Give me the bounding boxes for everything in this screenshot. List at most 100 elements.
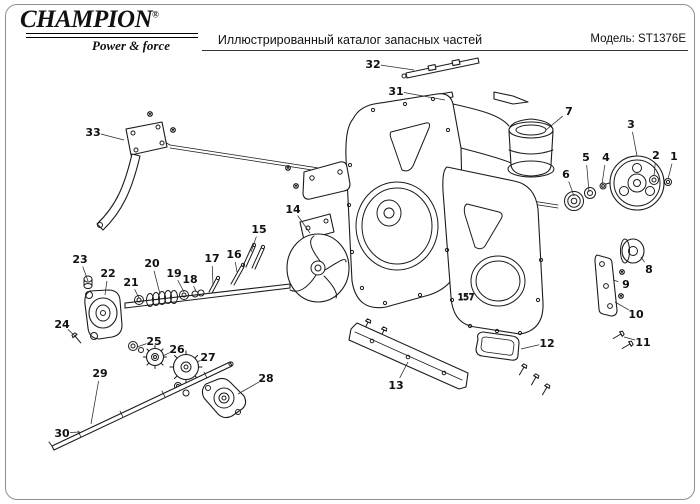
callout-leader-21 (134, 288, 140, 299)
callout-33: 33 (85, 126, 100, 139)
bolt-icon (539, 382, 552, 397)
callout-leader-18 (193, 285, 197, 292)
callout-15: 15 (251, 223, 266, 236)
callout-23: 23 (72, 253, 87, 266)
callout-leader-26 (162, 352, 171, 357)
callout-leader-13 (399, 361, 409, 379)
callout-leader-14 (297, 215, 311, 234)
brand-name: CHAMPION® (20, 7, 200, 32)
brand-tagline: Power & force (92, 38, 170, 53)
part-26-gear (143, 345, 167, 369)
part-30-auger-shaft (48, 361, 234, 451)
part-25-washer (128, 341, 144, 353)
bolt-icon (528, 372, 541, 387)
callout-leader-12 (520, 344, 540, 350)
callout-27: 27 (200, 351, 215, 364)
callout-leader-7 (545, 115, 564, 131)
callout-12: 12 (539, 337, 554, 350)
callout-3: 3 (627, 118, 635, 131)
callout-leader-3 (632, 131, 638, 157)
callout-leader-30 (69, 431, 81, 433)
callout-2: 2 (652, 149, 660, 162)
callout-13: 13 (388, 379, 403, 392)
part-7-chute-base (507, 118, 555, 178)
callout-leader-24 (67, 329, 76, 337)
callout-leader-33 (100, 133, 125, 141)
bolt-icon (611, 329, 626, 342)
brand-logo: CHAMPION® Power & force (20, 7, 200, 53)
part-13-scraper-bar (348, 322, 469, 390)
callout-leader-5 (586, 164, 590, 193)
part-27-gear (169, 350, 203, 397)
brand-name-text: CHAMPION (20, 6, 153, 33)
mount-plate (285, 161, 351, 200)
callout-20: 20 (144, 257, 160, 270)
part-3-pulley (609, 155, 665, 211)
callout-leader-20 (153, 270, 161, 295)
part-22-gearbox (84, 289, 123, 340)
screw-icon (147, 111, 153, 117)
callout-19: 19 (166, 267, 181, 280)
callout-leader-19 (177, 279, 185, 293)
part-32-pin (401, 57, 529, 105)
callout-leader-10 (614, 301, 630, 311)
callout-leader-15 (250, 236, 257, 253)
part-8-pulley (620, 238, 645, 264)
part-28-bearing-housing (201, 377, 247, 419)
callout-9: 9 (622, 278, 630, 291)
callout-28: 28 (258, 372, 273, 385)
callout-30: 30 (54, 427, 70, 440)
bolt-icon (516, 362, 529, 377)
part-12-bracket (475, 331, 520, 361)
part-housing-right-panel: 157 (442, 166, 552, 397)
impeller-shaft-assembly (124, 242, 291, 309)
callout-leader-25 (136, 343, 147, 348)
callout-10: 10 (628, 308, 644, 321)
callout-22: 22 (100, 267, 115, 280)
callout-8: 8 (645, 263, 653, 276)
callout-leader-16 (234, 261, 238, 273)
callout-leader-22 (104, 280, 108, 296)
part-33-chute-bracket (96, 111, 176, 231)
callout-leader-4 (601, 164, 606, 185)
callout-18: 18 (182, 273, 197, 286)
model-label: Модель: ST1376E (590, 33, 686, 45)
callout-21: 21 (123, 276, 138, 289)
callout-leader-6 (568, 181, 575, 197)
callout-4: 4 (602, 151, 610, 164)
callout-24: 24 (54, 318, 70, 331)
callout-leader-2 (653, 162, 656, 177)
callout-6: 6 (562, 168, 570, 181)
callout-leader-1 (667, 163, 673, 180)
callout-leader-9 (612, 279, 619, 283)
bolt-icon (620, 339, 635, 352)
callout-leader-29 (90, 380, 99, 425)
callout-14: 14 (285, 203, 301, 216)
registered-mark: ® (152, 9, 159, 20)
screw-icon (619, 269, 625, 275)
callout-26: 26 (169, 343, 185, 356)
callout-25: 25 (146, 335, 161, 348)
part-11-bolts (611, 329, 635, 352)
screw-icon (293, 183, 299, 189)
part-14-impeller (286, 213, 350, 303)
callout-layer: 1234567891011121314151617181920212223242… (54, 58, 677, 440)
page-title: Иллюстрированный каталог запасных частей (217, 33, 483, 47)
callout-leader-28 (237, 381, 260, 395)
screw-icon (618, 293, 624, 299)
header-divider (202, 50, 688, 51)
callout-32: 32 (365, 58, 380, 71)
callout-11: 11 (635, 336, 650, 349)
housing-stamp-number: 157 (458, 293, 474, 303)
callout-leader-23 (82, 266, 89, 282)
callout-leader-11 (623, 336, 636, 341)
logo-underline (26, 33, 198, 38)
part-6-bearing (564, 191, 584, 211)
callout-leader-27 (196, 359, 201, 363)
callout-7: 7 (565, 105, 573, 118)
callout-leader-17 (211, 265, 214, 287)
callout-leader-31 (403, 92, 446, 101)
callout-leader-8 (640, 256, 645, 263)
part-23-cap (83, 275, 93, 289)
